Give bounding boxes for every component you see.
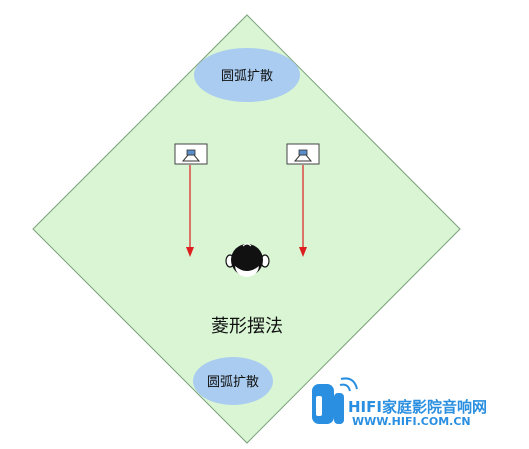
speaker-left-icon <box>174 143 208 165</box>
diffuser-bottom: 圆弧扩散 <box>193 357 273 405</box>
watermark-url: WWW.HIFI.COM.CN <box>352 415 471 428</box>
diagram-title: 菱形摆法 <box>211 316 283 337</box>
watermark-title: HIFI家庭影院音响网 <box>348 398 487 416</box>
diffuser-top: 圆弧扩散 <box>194 48 300 102</box>
diffuser-top-label: 圆弧扩散 <box>221 69 273 84</box>
diffuser-bottom-label: 圆弧扩散 <box>207 375 259 390</box>
listener-head-icon <box>225 243 270 277</box>
speaker-right-icon <box>286 143 320 165</box>
arrow-right <box>299 165 307 257</box>
diamond-room <box>32 14 461 444</box>
hifi-logo-icon <box>312 377 358 424</box>
arrow-left <box>186 165 194 257</box>
